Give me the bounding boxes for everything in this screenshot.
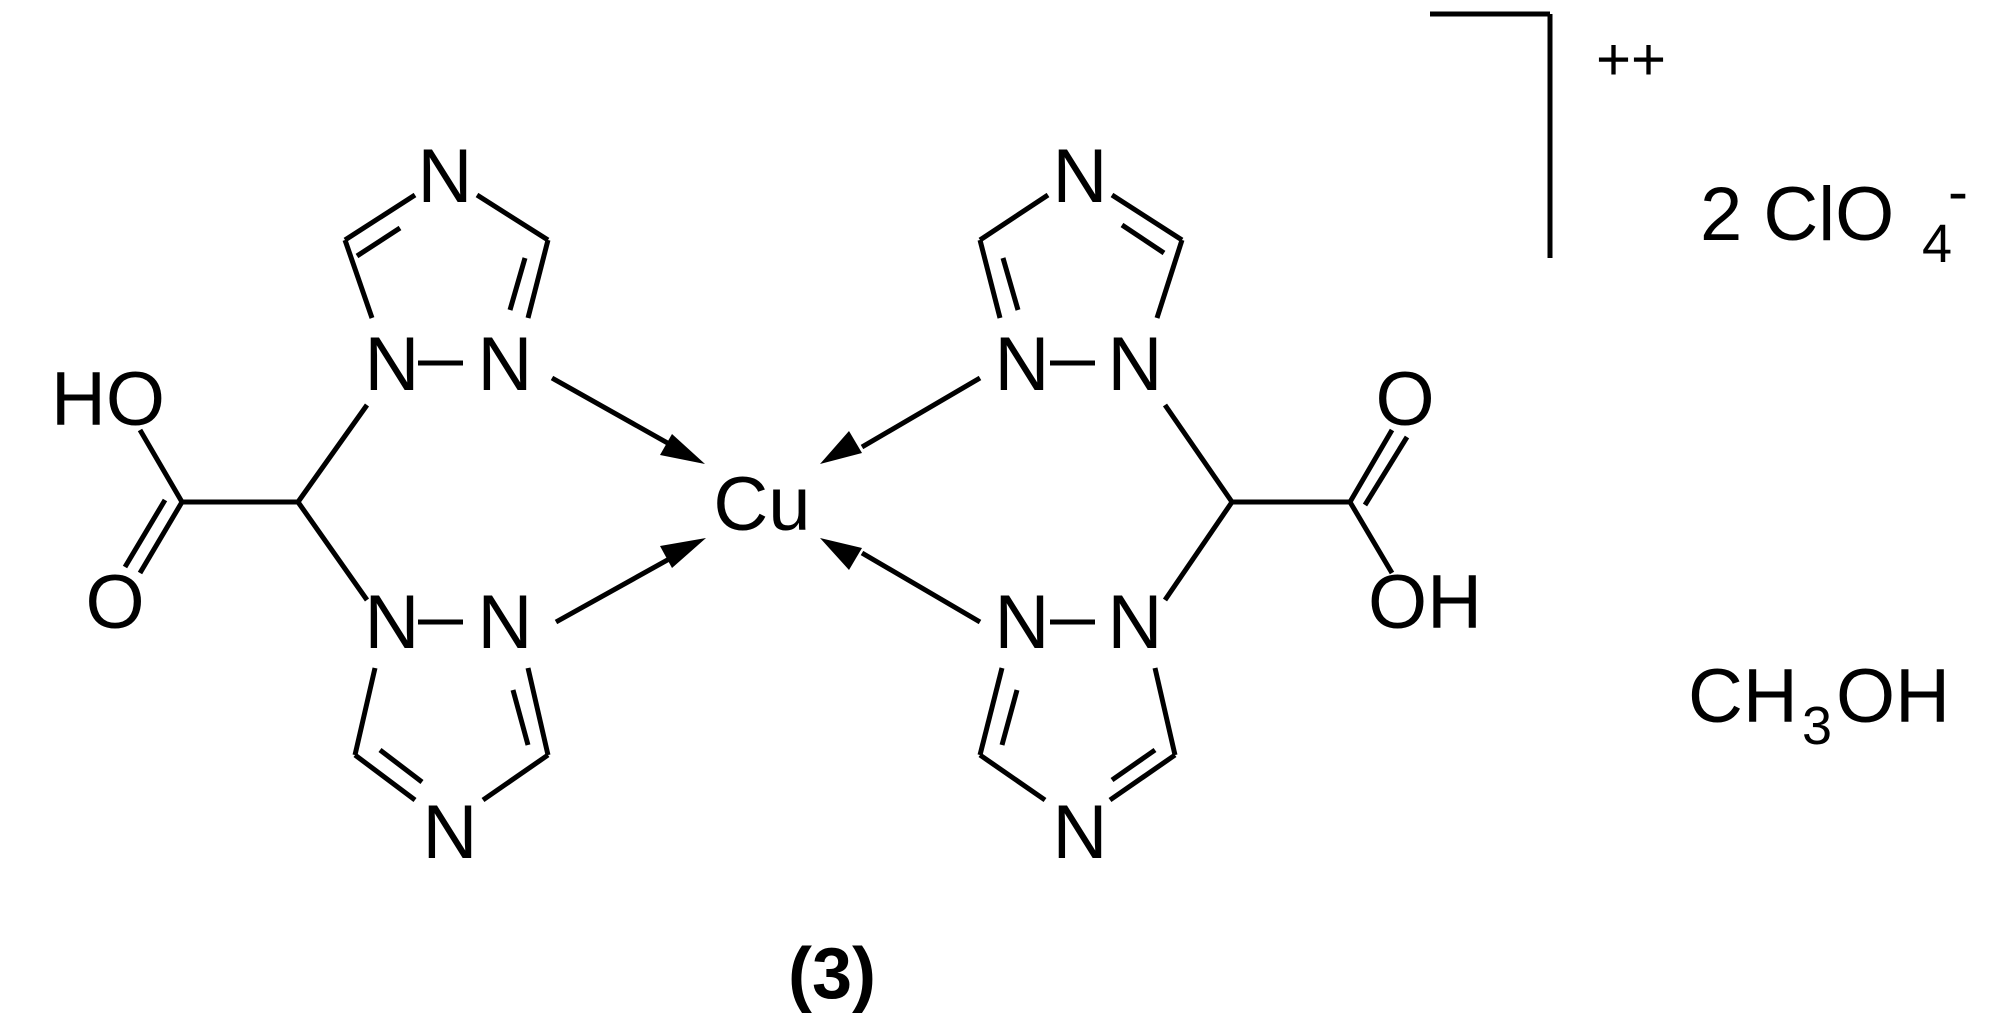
atom-n: N — [478, 322, 533, 407]
bond-line — [295, 403, 370, 504]
atom-n: N — [1053, 134, 1108, 219]
solvent-label-ch: CH — [1688, 654, 1798, 739]
atom-n: N — [1108, 322, 1163, 407]
bond-line — [137, 428, 185, 504]
copper-atom: Cu — [713, 462, 810, 547]
bond-line — [355, 225, 402, 259]
bond-line — [978, 752, 1047, 803]
hydroxyl-left: HO — [51, 357, 165, 442]
bond-line — [999, 689, 1020, 746]
bond-line — [510, 689, 531, 746]
formula-annotations: ++ 2 ClO 4 - CH 3 OH — [1596, 26, 1968, 756]
carbonyl-oxygen-left: O — [85, 560, 144, 645]
carbonyl-oxygen-right: O — [1375, 357, 1434, 442]
atom-n: N — [995, 580, 1050, 665]
counterion-label: 2 ClO — [1700, 172, 1894, 257]
bond-line — [342, 239, 375, 319]
coordination-arrowheads — [660, 431, 862, 570]
atom-n: N — [995, 322, 1050, 407]
atom-n: N — [418, 134, 473, 219]
bond-line — [353, 753, 417, 802]
bond-line — [860, 375, 982, 450]
bond-line — [481, 752, 550, 803]
bond-line — [295, 500, 370, 602]
bond-line — [1347, 428, 1395, 504]
solvent-label-oh: OH — [1836, 654, 1950, 739]
bond-line — [1162, 500, 1235, 602]
atom-n: N — [423, 790, 478, 875]
bond-line — [554, 550, 682, 625]
bond-lines — [122, 11, 1553, 803]
bond-line — [550, 375, 682, 453]
bond-line — [1110, 747, 1157, 783]
atom-labels: N N N N N N N N N N N N Cu HO O O OH — [51, 134, 1482, 875]
atom-n: N — [365, 580, 420, 665]
atom-n: N — [365, 322, 420, 407]
arrowhead-upper-right — [820, 431, 862, 464]
arrowhead-lower-right — [820, 538, 862, 570]
bond-line — [1362, 435, 1410, 507]
counterion-subscript: 4 — [1922, 214, 1952, 274]
hydroxyl-right: OH — [1368, 560, 1482, 645]
atom-n: N — [1108, 580, 1163, 665]
complex-charge: ++ — [1596, 26, 1666, 93]
compound-number: (3) — [788, 934, 876, 1014]
bond-line — [1152, 667, 1178, 756]
bond-line — [1162, 403, 1235, 504]
bond-line — [1120, 222, 1166, 256]
bond-line — [525, 239, 551, 319]
bond-line — [475, 192, 550, 243]
bond-line — [978, 192, 1050, 243]
bond-line — [1154, 239, 1185, 319]
bond-line — [122, 498, 168, 569]
bond-line — [860, 550, 982, 625]
bond-line — [137, 500, 185, 575]
bond-line — [1347, 500, 1395, 575]
atom-n: N — [1053, 790, 1108, 875]
bond-line — [352, 667, 378, 756]
solvent-subscript: 3 — [1802, 696, 1832, 756]
bond-line — [977, 667, 1005, 756]
arrowhead-upper-left — [660, 434, 705, 464]
bond-line — [1110, 192, 1184, 243]
bond-line — [378, 748, 424, 784]
bond-line — [507, 257, 528, 311]
bond-line — [1000, 257, 1021, 311]
bond-line — [977, 239, 1003, 319]
bond-line — [525, 667, 551, 756]
counterion-charge: - — [1948, 158, 1968, 225]
arrowhead-lower-left — [660, 538, 706, 568]
bond-line — [343, 192, 417, 243]
bond-line — [1108, 752, 1177, 803]
atom-n: N — [478, 580, 533, 665]
